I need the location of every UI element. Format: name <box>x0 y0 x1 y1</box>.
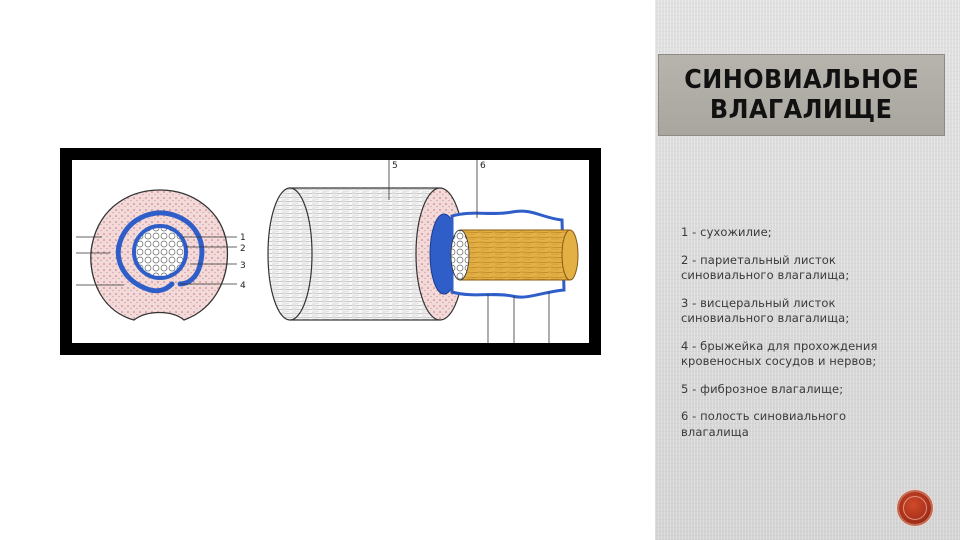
longitudinal-view: 5 6 <box>267 160 579 343</box>
callout-label-2: 2 <box>240 244 246 254</box>
slide-title-line-1: СИНОВИАЛЬНОЕ <box>683 65 920 95</box>
slide-title-line-2: ВЛАГАЛИЩЕ <box>710 95 893 125</box>
legend-item-2: 2 - париетальный листок синовиального вл… <box>681 252 850 283</box>
callout-label-5: 5 <box>392 161 398 171</box>
figure-legend: 1 - сухожилие; 2 - париетальный листок с… <box>681 225 911 452</box>
callout-label-3: 3 <box>240 261 246 271</box>
cross-section: 1 2 3 4 <box>76 189 246 321</box>
callout-label-1: 1 <box>240 233 246 243</box>
circle-button-icon[interactable] <box>899 492 931 524</box>
callout-label-4: 4 <box>240 281 246 291</box>
callout-label-6: 6 <box>480 161 486 171</box>
legend-item-5: 5 - фиброзное влагалище; <box>681 381 844 396</box>
circle-button-ring <box>903 496 927 520</box>
legend-item-4: 4 - брыжейка для прохождения кровеносных… <box>681 338 878 369</box>
title-box: СИНОВИАЛЬНОЕ ВЛАГАЛИЩЕ <box>658 54 945 136</box>
legend-item-3: 3 - висцеральный листок синовиального вл… <box>681 295 850 326</box>
legend-item-6: 6 - полость синовиального влагалища <box>681 409 847 439</box>
synovial-sheath-figure: 1 2 3 4 5 6 <box>76 160 579 343</box>
legend-item-1: 1 - сухожилие; <box>681 225 772 239</box>
